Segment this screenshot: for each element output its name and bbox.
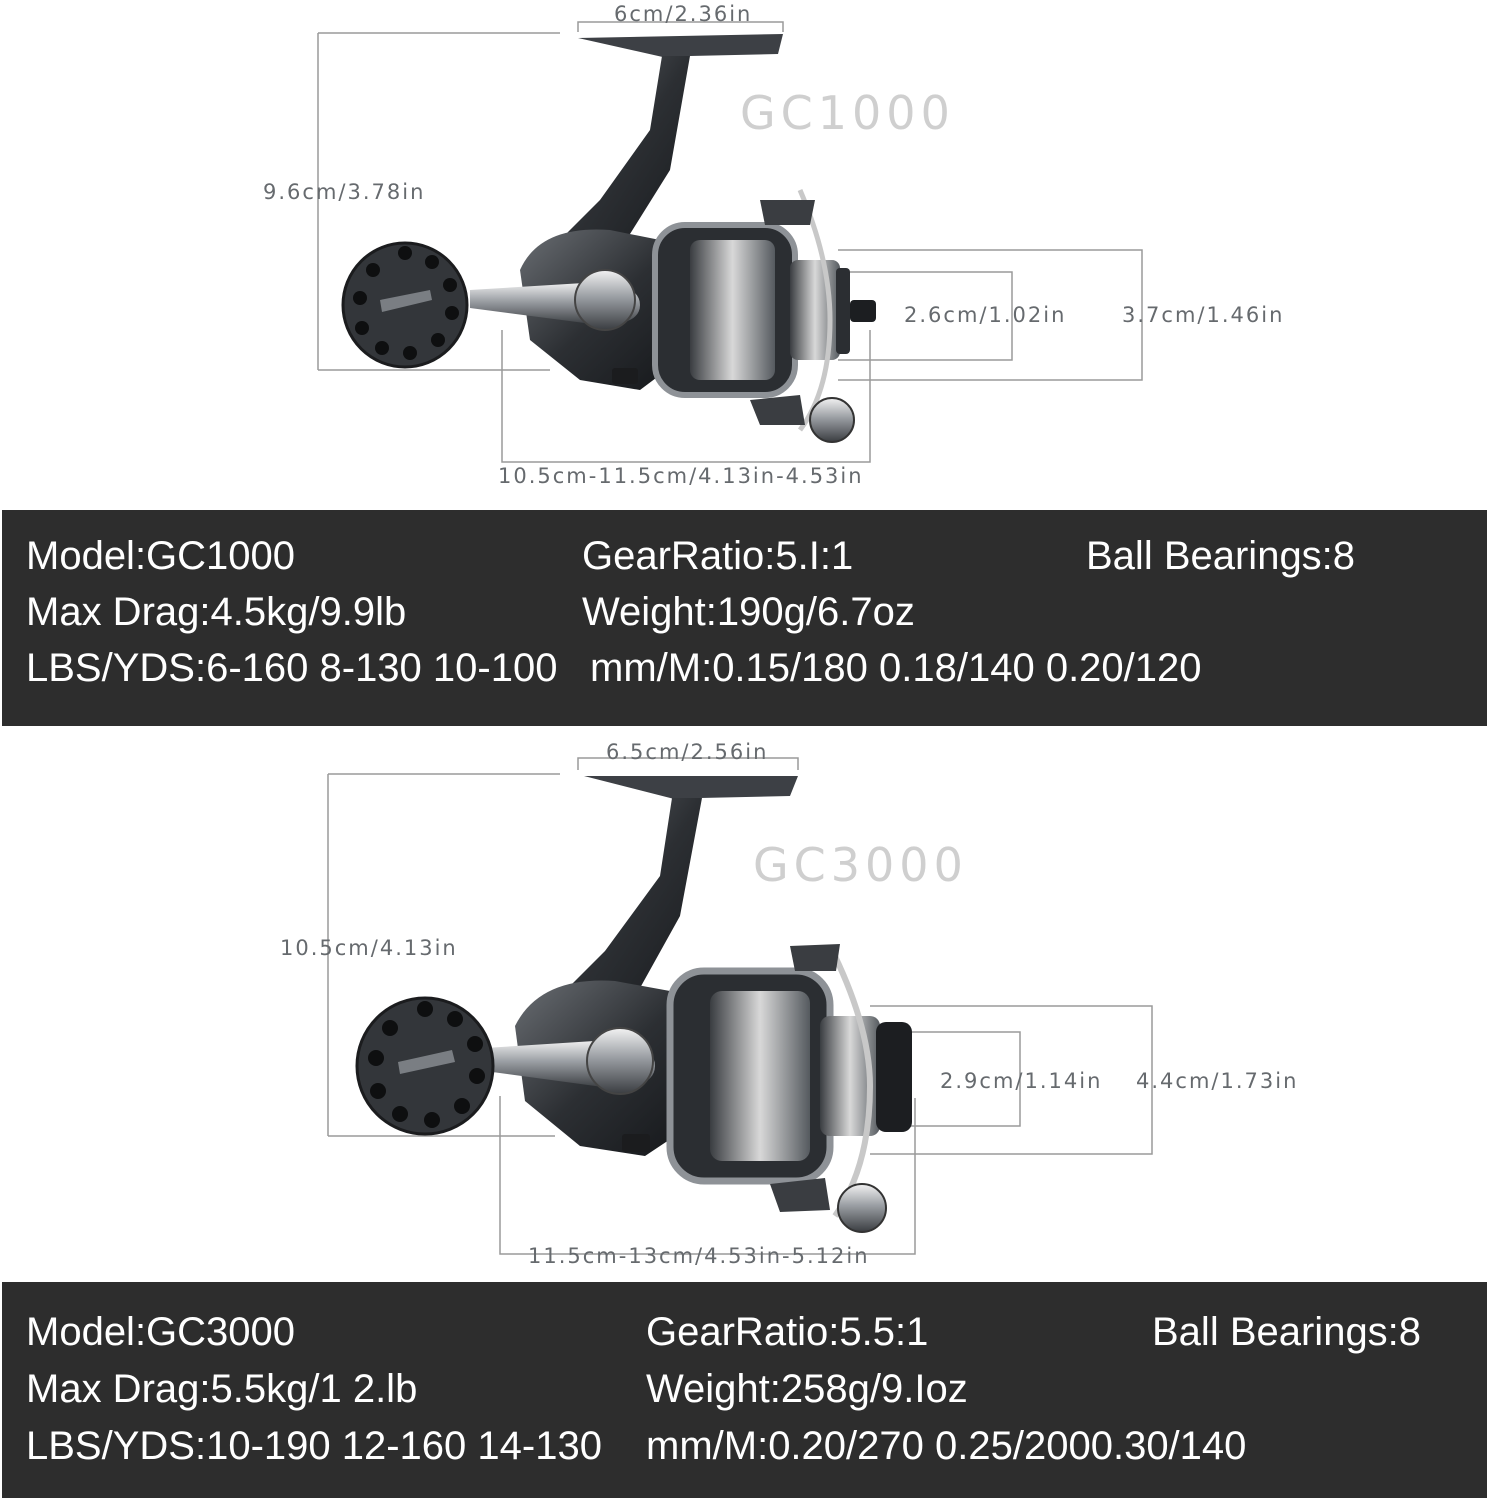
gc1000-spool-outer-label: 3.7cm/1.46in (1122, 303, 1285, 327)
reel-diagram-gc1000: 6cm/2.36in 9.6cm/3.78in 2.6cm/1.02in 3.7… (0, 0, 1489, 510)
gc3000-gear-ratio: GearRatio:5.5:1 (646, 1310, 929, 1354)
gc3000-weight: Weight:258g/9.Ioz (646, 1367, 968, 1411)
gc3000-spool-outer-label: 4.4cm/1.73in (1136, 1069, 1299, 1093)
gc1000-model-spec: Model:GC1000 (26, 534, 296, 578)
gc3000-reel-illustration (327, 757, 1153, 1255)
gc1000-ball-bearings: Ball Bearings:8 (1086, 534, 1356, 578)
gc3000-spec-panel: Model:GC3000 GearRatio:5.5:1 Ball Bearin… (2, 1282, 1487, 1498)
gc3000-height-label: 10.5cm/4.13in (280, 936, 458, 960)
gc3000-spool-inner-label: 2.9cm/1.14in (940, 1069, 1103, 1093)
gc1000-spec-panel: Model:GC1000 GearRatio:5.I:1 Ball Bearin… (2, 510, 1487, 726)
gc3000-dimension-lines (327, 757, 1153, 1255)
gc1000-max-drag: Max Drag:4.5kg/9.9lb (26, 590, 407, 634)
gc3000-top-width-label: 6.5cm/2.56in (606, 740, 769, 764)
gc1000-model-label: GC1000 (740, 86, 955, 140)
gc3000-length-label: 11.5cm-13cm/4.53in-5.12in (528, 1244, 870, 1268)
gc3000-ball-bearings: Ball Bearings:8 (1152, 1310, 1422, 1354)
gc3000-model-spec: Model:GC3000 (26, 1310, 296, 1354)
reel-diagram-gc3000: 6.5cm/2.56in 10.5cm/4.13in 2.9cm/1.14in … (0, 726, 1489, 1281)
gc1000-mm-m: mm/M:0.15/180 0.18/140 0.20/120 (590, 646, 1202, 690)
gc1000-reel-illustration (317, 21, 1143, 463)
gc1000-lbs-yds: LBS/YDS:6-160 8-130 10-100 (26, 646, 558, 690)
gc3000-max-drag: Max Drag:5.5kg/1 2.lb (26, 1367, 418, 1411)
gc3000-lbs-yds: LBS/YDS:10-190 12-160 14-130 (26, 1424, 602, 1468)
gc3000-model-label: GC3000 (753, 838, 968, 892)
gc1000-reel-shape (341, 34, 876, 443)
gc1000-top-width-label: 6cm/2.36in (614, 2, 753, 26)
gc1000-spool-inner-label: 2.6cm/1.02in (904, 303, 1067, 327)
gc3000-reel-shape (355, 776, 912, 1233)
gc1000-gear-ratio: GearRatio:5.I:1 (582, 534, 854, 578)
gc3000-mm-m: mm/M:0.20/270 0.25/2000.30/140 (646, 1424, 1247, 1468)
gc1000-dimension-lines (317, 21, 1143, 463)
gc1000-height-label: 9.6cm/3.78in (263, 180, 426, 204)
gc1000-length-label: 10.5cm-11.5cm/4.13in-4.53in (498, 464, 864, 488)
gc1000-weight: Weight:190g/6.7oz (582, 590, 915, 634)
